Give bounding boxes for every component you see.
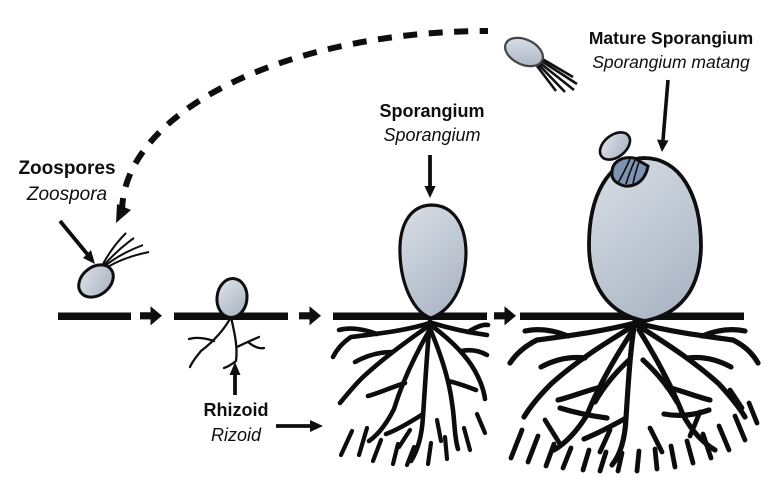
sporangium-body — [398, 203, 468, 320]
stage-arrow-3-icon — [494, 306, 516, 326]
rhizoid-label: Rhizoid Rizoid — [194, 398, 278, 448]
zoospores-label: Zoospores Zoospora — [6, 156, 128, 208]
mature-sporangium-label-translation: Sporangium matang — [592, 51, 750, 72]
rhizoid-label-name: Rhizoid — [203, 400, 269, 420]
substrate-segment-1 — [58, 312, 131, 320]
mature-rhizoids — [507, 318, 761, 474]
zoospores-label-name: Zoospores — [18, 158, 116, 179]
sporangium-label-name: Sporangium — [379, 101, 485, 121]
rhizoid-pointer-arrow-up — [229, 362, 241, 395]
mature-sporangium-label-name: Mature Sporangium — [588, 28, 754, 48]
mature-sporangium-pointer-arrow — [657, 79, 670, 152]
sporangium-rhizoids — [330, 318, 491, 468]
stage-arrow-2-icon — [299, 306, 321, 326]
settling-zoospore — [77, 232, 150, 299]
swimming-zoospore — [504, 36, 578, 93]
zoospore-cell — [77, 263, 115, 299]
sporangium-label-translation: Sporangium — [383, 125, 481, 145]
mature-sporangium-body — [587, 156, 703, 323]
mature-sporangium-label: Mature Sporangium Sporangium matang — [575, 27, 767, 74]
sporangium-pointer-arrow — [424, 155, 436, 198]
cycle-dashed-arrow — [116, 28, 489, 223]
rhizoid-pointer-arrow-right — [276, 420, 323, 432]
escaping-zoospore — [598, 131, 632, 161]
rhizoid-label-translation: Rizoid — [210, 425, 262, 445]
swimming-zoospore-flagella — [535, 55, 578, 93]
germling-cell — [215, 277, 249, 319]
zoospores-pointer-arrow — [58, 219, 95, 264]
sporangium-label: Sporangium Sporangium — [365, 99, 499, 147]
stage-arrow-1-icon — [140, 306, 162, 326]
substrate-segment-3 — [333, 312, 487, 320]
zoospore-flagella — [102, 232, 150, 269]
cycle-arrowhead-icon — [116, 204, 131, 223]
germling-rhizoids — [187, 315, 266, 370]
discharge-pore — [610, 156, 650, 188]
zoospores-label-translation: Zoospora — [26, 184, 108, 205]
